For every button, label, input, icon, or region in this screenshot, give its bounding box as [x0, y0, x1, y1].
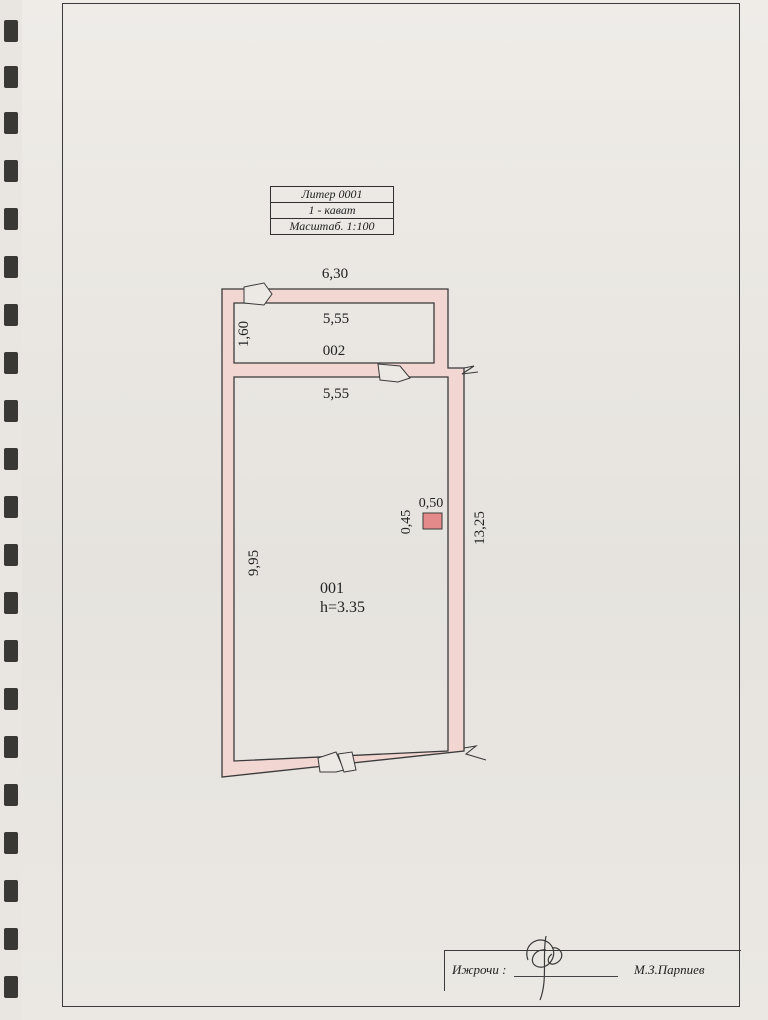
door-top: [243, 282, 273, 306]
room002-label: 002: [323, 343, 346, 359]
door-mid: [377, 363, 411, 383]
signature-box: [444, 950, 741, 991]
signature-label: Ижрочи :: [452, 962, 507, 977]
break-mark-bottom: [463, 745, 487, 761]
drawing-frame: [62, 3, 740, 1007]
dim-room002-height: 1,60: [236, 321, 252, 347]
signature-name: М.З.Парпиев: [634, 962, 705, 977]
signature-line: [514, 976, 618, 977]
door-bottom: [317, 751, 345, 773]
dim-inner-top: 5,55: [323, 311, 349, 327]
column: [422, 512, 443, 530]
dim-column-width: 0,50: [419, 496, 444, 511]
dim-right: 13,25: [472, 511, 488, 545]
dim-inner-mid: 5,55: [323, 386, 349, 402]
dim-column-height: 0,45: [399, 510, 414, 535]
signature-mark: [526, 935, 563, 1001]
room001-label: 001: [320, 580, 344, 597]
room001-height: h=3.35: [320, 599, 365, 616]
building-walls: [221, 288, 465, 778]
title-stamp: Литер 0001 1 - кават Масштаб. 1:100: [270, 186, 394, 235]
break-mark-right: [461, 365, 479, 375]
door-bottom-leaf: [337, 751, 357, 773]
dim-top: 6,30: [322, 266, 348, 282]
spiral-binding: [0, 0, 30, 1020]
stamp-liter: Литер 0001: [271, 187, 393, 203]
dim-left: 9,95: [246, 550, 262, 576]
stamp-scale: Масштаб. 1:100: [289, 219, 375, 233]
document-sheet: [22, 0, 768, 1020]
stamp-floor: 1 - кават: [271, 203, 393, 219]
